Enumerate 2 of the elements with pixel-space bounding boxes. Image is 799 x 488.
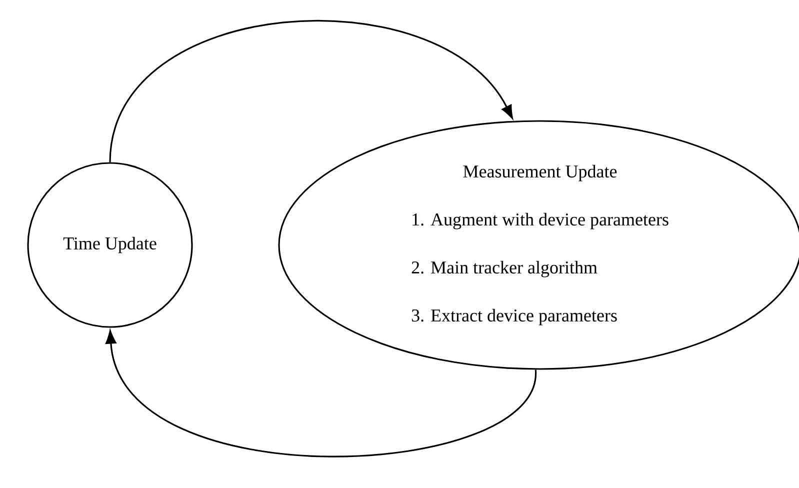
arrow	[106, 330, 536, 458]
arrow	[109, 20, 513, 162]
